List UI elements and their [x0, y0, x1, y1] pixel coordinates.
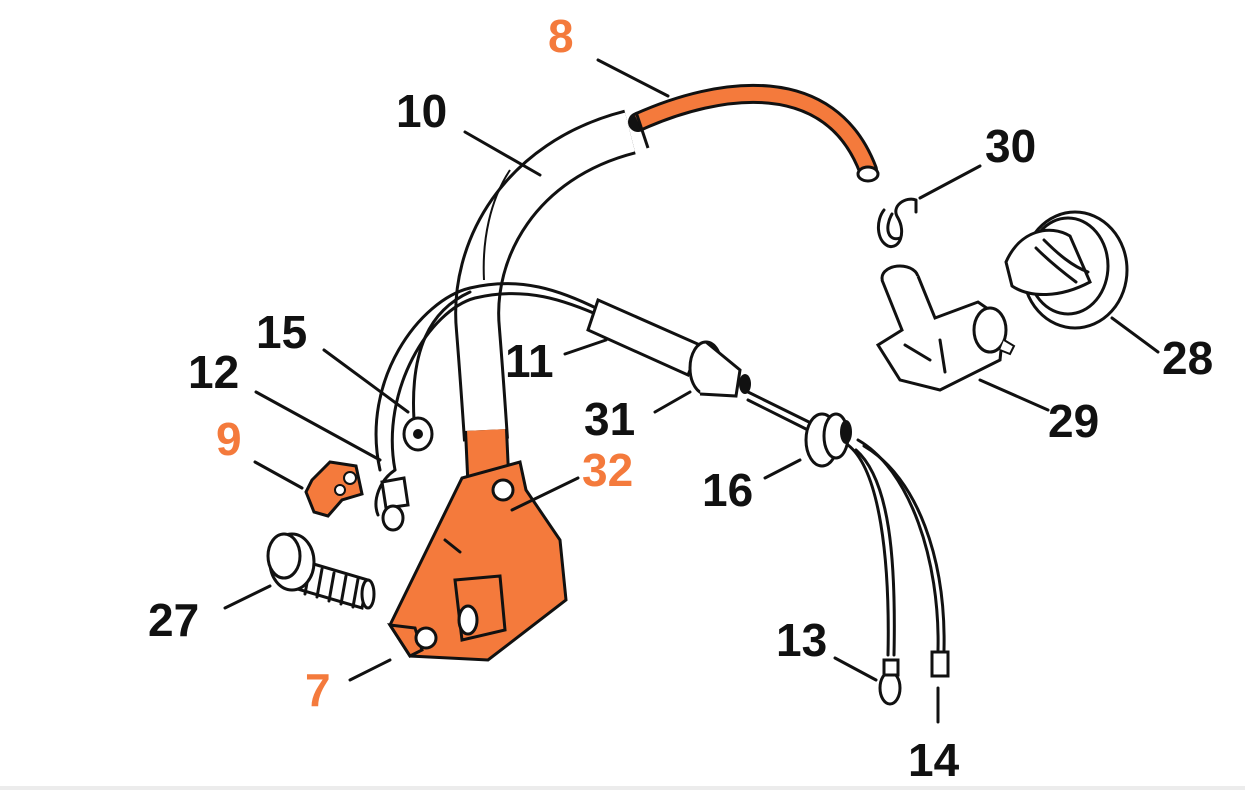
leader-lines	[223, 58, 1160, 724]
part-16-grommet	[804, 412, 852, 468]
part-28-rubber-boot	[1004, 210, 1129, 330]
part-10-cable-sleeve	[454, 109, 650, 442]
callout-labels: 8 10 30 15 11 28 12 31 29 9 32 16 27 13 …	[148, 10, 1213, 786]
label-9: 9	[216, 413, 242, 465]
label-7: 7	[305, 664, 331, 716]
short-cable-lower	[746, 398, 814, 434]
label-27: 27	[148, 594, 199, 646]
label-11: 11	[505, 335, 554, 387]
label-10: 10	[396, 85, 447, 137]
part-30-spring-clip	[877, 197, 918, 249]
label-28: 28	[1162, 332, 1213, 384]
label-29: 29	[1048, 395, 1099, 447]
part-27-screw	[266, 532, 376, 610]
part-31-grommet	[688, 340, 751, 398]
label-16: 16	[702, 464, 753, 516]
part-7-ignition-module	[387, 460, 568, 662]
part-29-elbow-fitting	[875, 264, 1016, 392]
parts-13-14-wires	[846, 438, 950, 706]
label-15: 15	[256, 306, 307, 358]
label-14: 14	[908, 734, 960, 786]
label-32: 32	[582, 444, 633, 496]
label-13: 13	[776, 614, 827, 666]
bottom-scroll-edge	[0, 786, 1245, 790]
part-12-lead	[374, 468, 410, 532]
part-9-clip	[304, 460, 364, 518]
short-cable	[746, 390, 817, 427]
part-15-ring-terminal	[402, 290, 472, 452]
part-8-orange-tube	[628, 83, 880, 183]
label-31: 31	[584, 393, 635, 445]
label-8: 8	[548, 10, 574, 62]
label-12: 12	[188, 346, 239, 398]
label-30: 30	[985, 120, 1036, 172]
